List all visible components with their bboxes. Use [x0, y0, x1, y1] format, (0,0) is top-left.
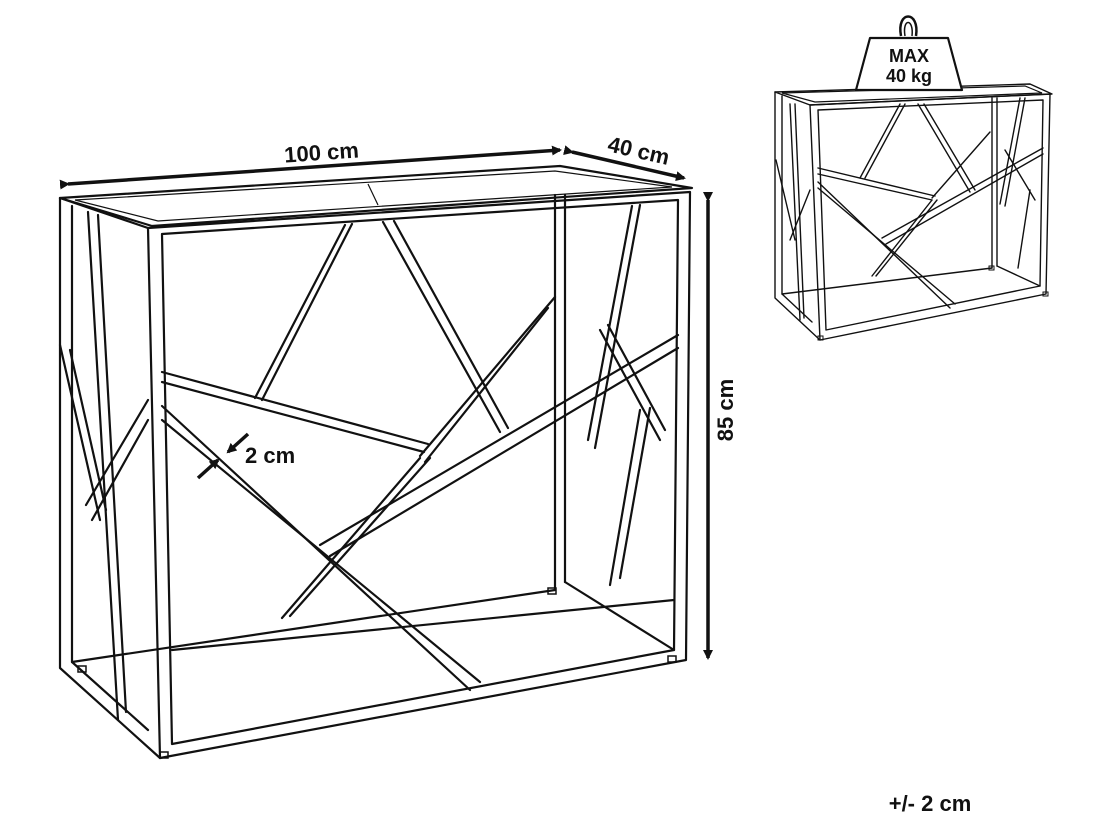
width-label: 100 cm: [283, 137, 359, 167]
depth-label: 40 cm: [605, 131, 671, 169]
max-weight-badge: MAX 40 kg: [854, 15, 964, 92]
tube-dimension: 2 cm: [196, 432, 295, 480]
tolerance-note: +/- 2 cm: [889, 791, 972, 816]
left-side-frame: [58, 196, 162, 760]
tube-label: 2 cm: [245, 443, 295, 468]
table-feet: [77, 587, 677, 759]
height-dimension: 85 cm: [703, 192, 738, 660]
height-label: 85 cm: [713, 379, 738, 441]
weight-badge-line1: MAX: [889, 46, 929, 66]
back-frame: [70, 193, 676, 664]
front-decoration: [160, 203, 680, 692]
glass-top: [58, 164, 694, 228]
width-dimension: 100 cm: [59, 137, 562, 190]
console-table-thumbnail: [774, 83, 1053, 341]
console-table-main: [58, 164, 694, 760]
weight-badge-line2: 40 kg: [886, 66, 932, 86]
weight-icon: [899, 15, 918, 37]
